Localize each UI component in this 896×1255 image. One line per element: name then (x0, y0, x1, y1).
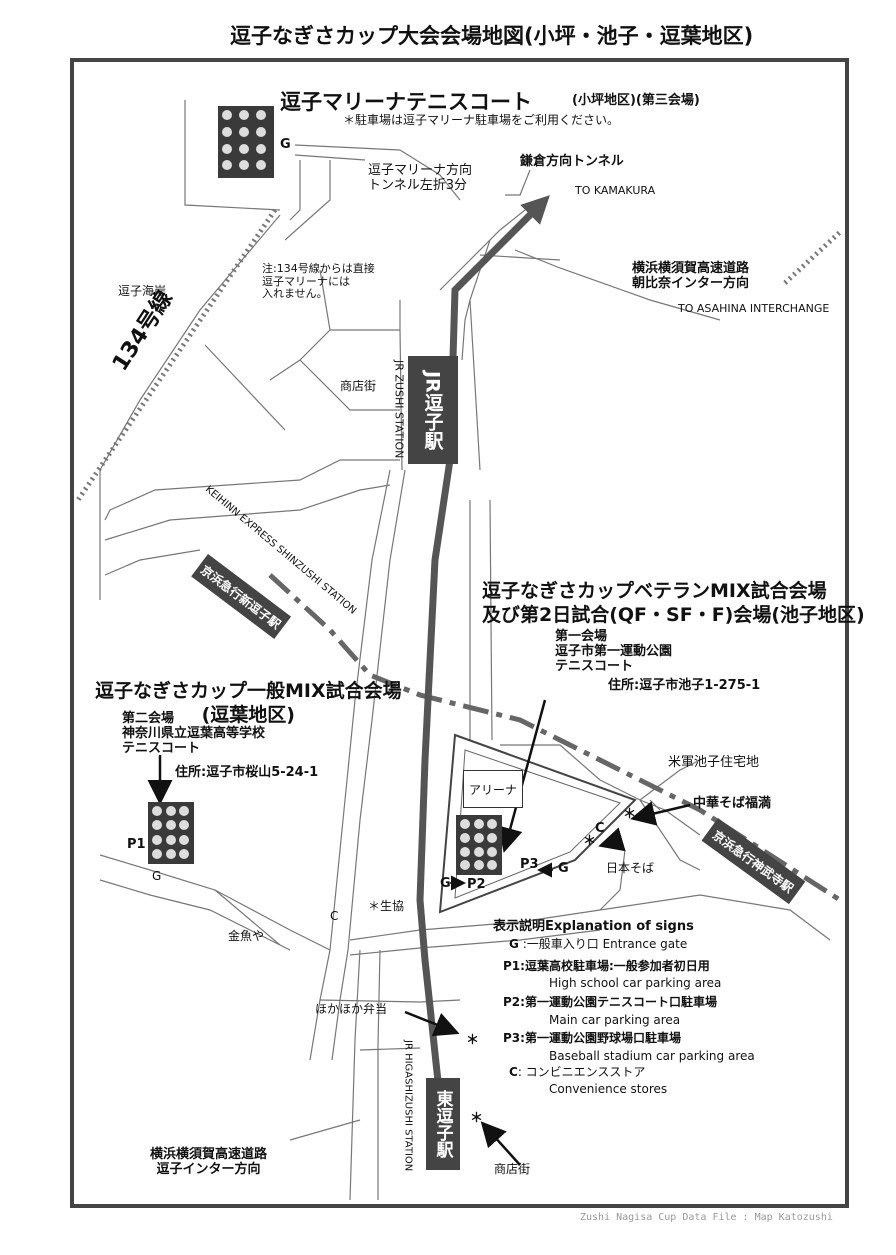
gate-p3: G (558, 861, 569, 876)
venue2-address: 住所:逗子市桜山5-24-1 (175, 765, 319, 780)
parking-p2-mark: P2 (467, 877, 486, 892)
expressway-dotted (783, 230, 842, 285)
keikyu-railway-line (268, 573, 842, 903)
zushi-beach-label: 逗子海岸 (118, 284, 167, 298)
tennis-court-first (456, 815, 502, 875)
legend-item-c: C: コンビニエンスストア (509, 1065, 646, 1079)
venue3-title: 逗子マリーナテニスコート (280, 90, 532, 114)
legend-item-c-en: Convenience stores (549, 1082, 668, 1096)
legend-item-p1-en: High school car parking area (549, 976, 722, 990)
kingyoya-label: 金魚や (228, 929, 265, 943)
shotengai-north-label: 商店街 (340, 379, 377, 393)
jr-railway-line (416, 195, 550, 1170)
jr-zushi-en-label: JR ZUSHI STATION (392, 360, 406, 459)
nihon-soba-label: 日本そば (606, 861, 655, 875)
expressway-zushi-label: 横浜横須賀高速道路 逗子インター方向 (150, 1147, 268, 1177)
marina-direction-label: 逗子マリーナ方向 トンネル左折3分 (368, 163, 473, 193)
legend-item-p1: P1:逗葉高校駐車場:一般参加者初日用 (503, 959, 710, 973)
us-housing-label: 米軍池子住宅地 (668, 755, 760, 770)
star-nihon-soba: ＊ (583, 834, 597, 849)
legend-item-p3-en: Baseball stadium car parking area (549, 1049, 755, 1063)
jr-zushi-station-sign: JR逗子駅 (408, 356, 458, 464)
tennis-court-second (148, 802, 194, 864)
first-park-boundary (438, 733, 637, 914)
jr-higashizushi-station-sign: 東逗子駅 (426, 1078, 460, 1170)
legend-item-g: G :一般車入り口 Entrance gate (509, 937, 688, 951)
star-chuka-soba: ＊ (623, 807, 637, 822)
arena-label: アリーナ (468, 782, 517, 797)
map-frame (70, 58, 849, 1208)
seikyo-label: ＊生協 (368, 899, 405, 913)
route-134-note: 注:134号線からは直接 逗子マリーナには 入れません。 (262, 262, 375, 301)
route-134-dotted (75, 208, 278, 502)
gate-first-park: G (440, 876, 451, 891)
convenience-c-east: C (595, 821, 605, 836)
footer-credit: Zushi Nagisa Cup Data File : Map Katozus… (580, 1212, 833, 1223)
page-title: 逗子なぎさカップ大会会場地図(小坪・池子・逗葉地区) (230, 24, 754, 48)
gate-second: G (152, 869, 162, 883)
pointer-arrows (147, 699, 691, 1166)
kamakura-en-label: TO KAMAKURA (575, 184, 656, 197)
venue2-details: 第二会場 神奈川県立逗葉高等学校 テニスコート (122, 711, 266, 756)
hokahoka-label: ほかほか弁当 (315, 1002, 388, 1016)
tennis-court-marina (218, 106, 274, 178)
parking-p1-mark: P1 (127, 837, 146, 852)
chuka-soba-label: 中華そば福満 (693, 796, 772, 811)
gate-marina: G (280, 137, 291, 152)
legend-item-p2-en: Main car parking area (549, 1013, 681, 1027)
asahina-en-label: TO ASAHINA INTERCHANGE (678, 302, 830, 315)
legend-title: 表示説明Explanation of signs (493, 919, 694, 934)
streets (99, 144, 831, 1201)
arena-building: アリーナ (463, 770, 523, 808)
asahina-ja-label: 横浜横須賀高速道路 朝比奈インター方向 (632, 261, 750, 291)
legend-item-p3: P3:第一運動公園野球場口駐車場 (503, 1031, 681, 1045)
coast-road (99, 100, 281, 600)
star-hokahoka: ＊ (466, 1033, 480, 1048)
star-shotengai-south: ＊ (470, 1111, 484, 1126)
legend-item-p2: P2:第一運動公園テニスコート口駐車場 (503, 995, 717, 1009)
venue1-title: 逗子なぎさカップベテランMIX試合会場 及び第2日試合(QF・SF・F)会場(池… (482, 580, 865, 626)
shotengai-south-label: 商店街 (494, 1162, 531, 1176)
kamakura-tunnel-label: 鎌倉方向トンネル (520, 154, 624, 169)
jr-higashizushi-en-label: JR HIGASHIZUSHI STATION (402, 1040, 414, 1172)
venue3-title-suffix: (小坪地区)(第三会場) (572, 93, 700, 108)
venue2-title: 逗子なぎさカップ一般MIX試合会場 (逗葉地区) (95, 680, 402, 726)
venue1-address: 住所:逗子市池子1-275-1 (608, 678, 761, 693)
small-arrows (450, 862, 553, 891)
parking-p3-mark: P3 (520, 857, 539, 872)
convenience-c-west: C (330, 909, 339, 923)
venue3-parking-note: ＊駐車場は逗子マリーナ駐車場をご利用ください。 (343, 113, 620, 127)
venue1-details: 第一会場 逗子市第一運動公園 テニスコート (555, 629, 673, 674)
